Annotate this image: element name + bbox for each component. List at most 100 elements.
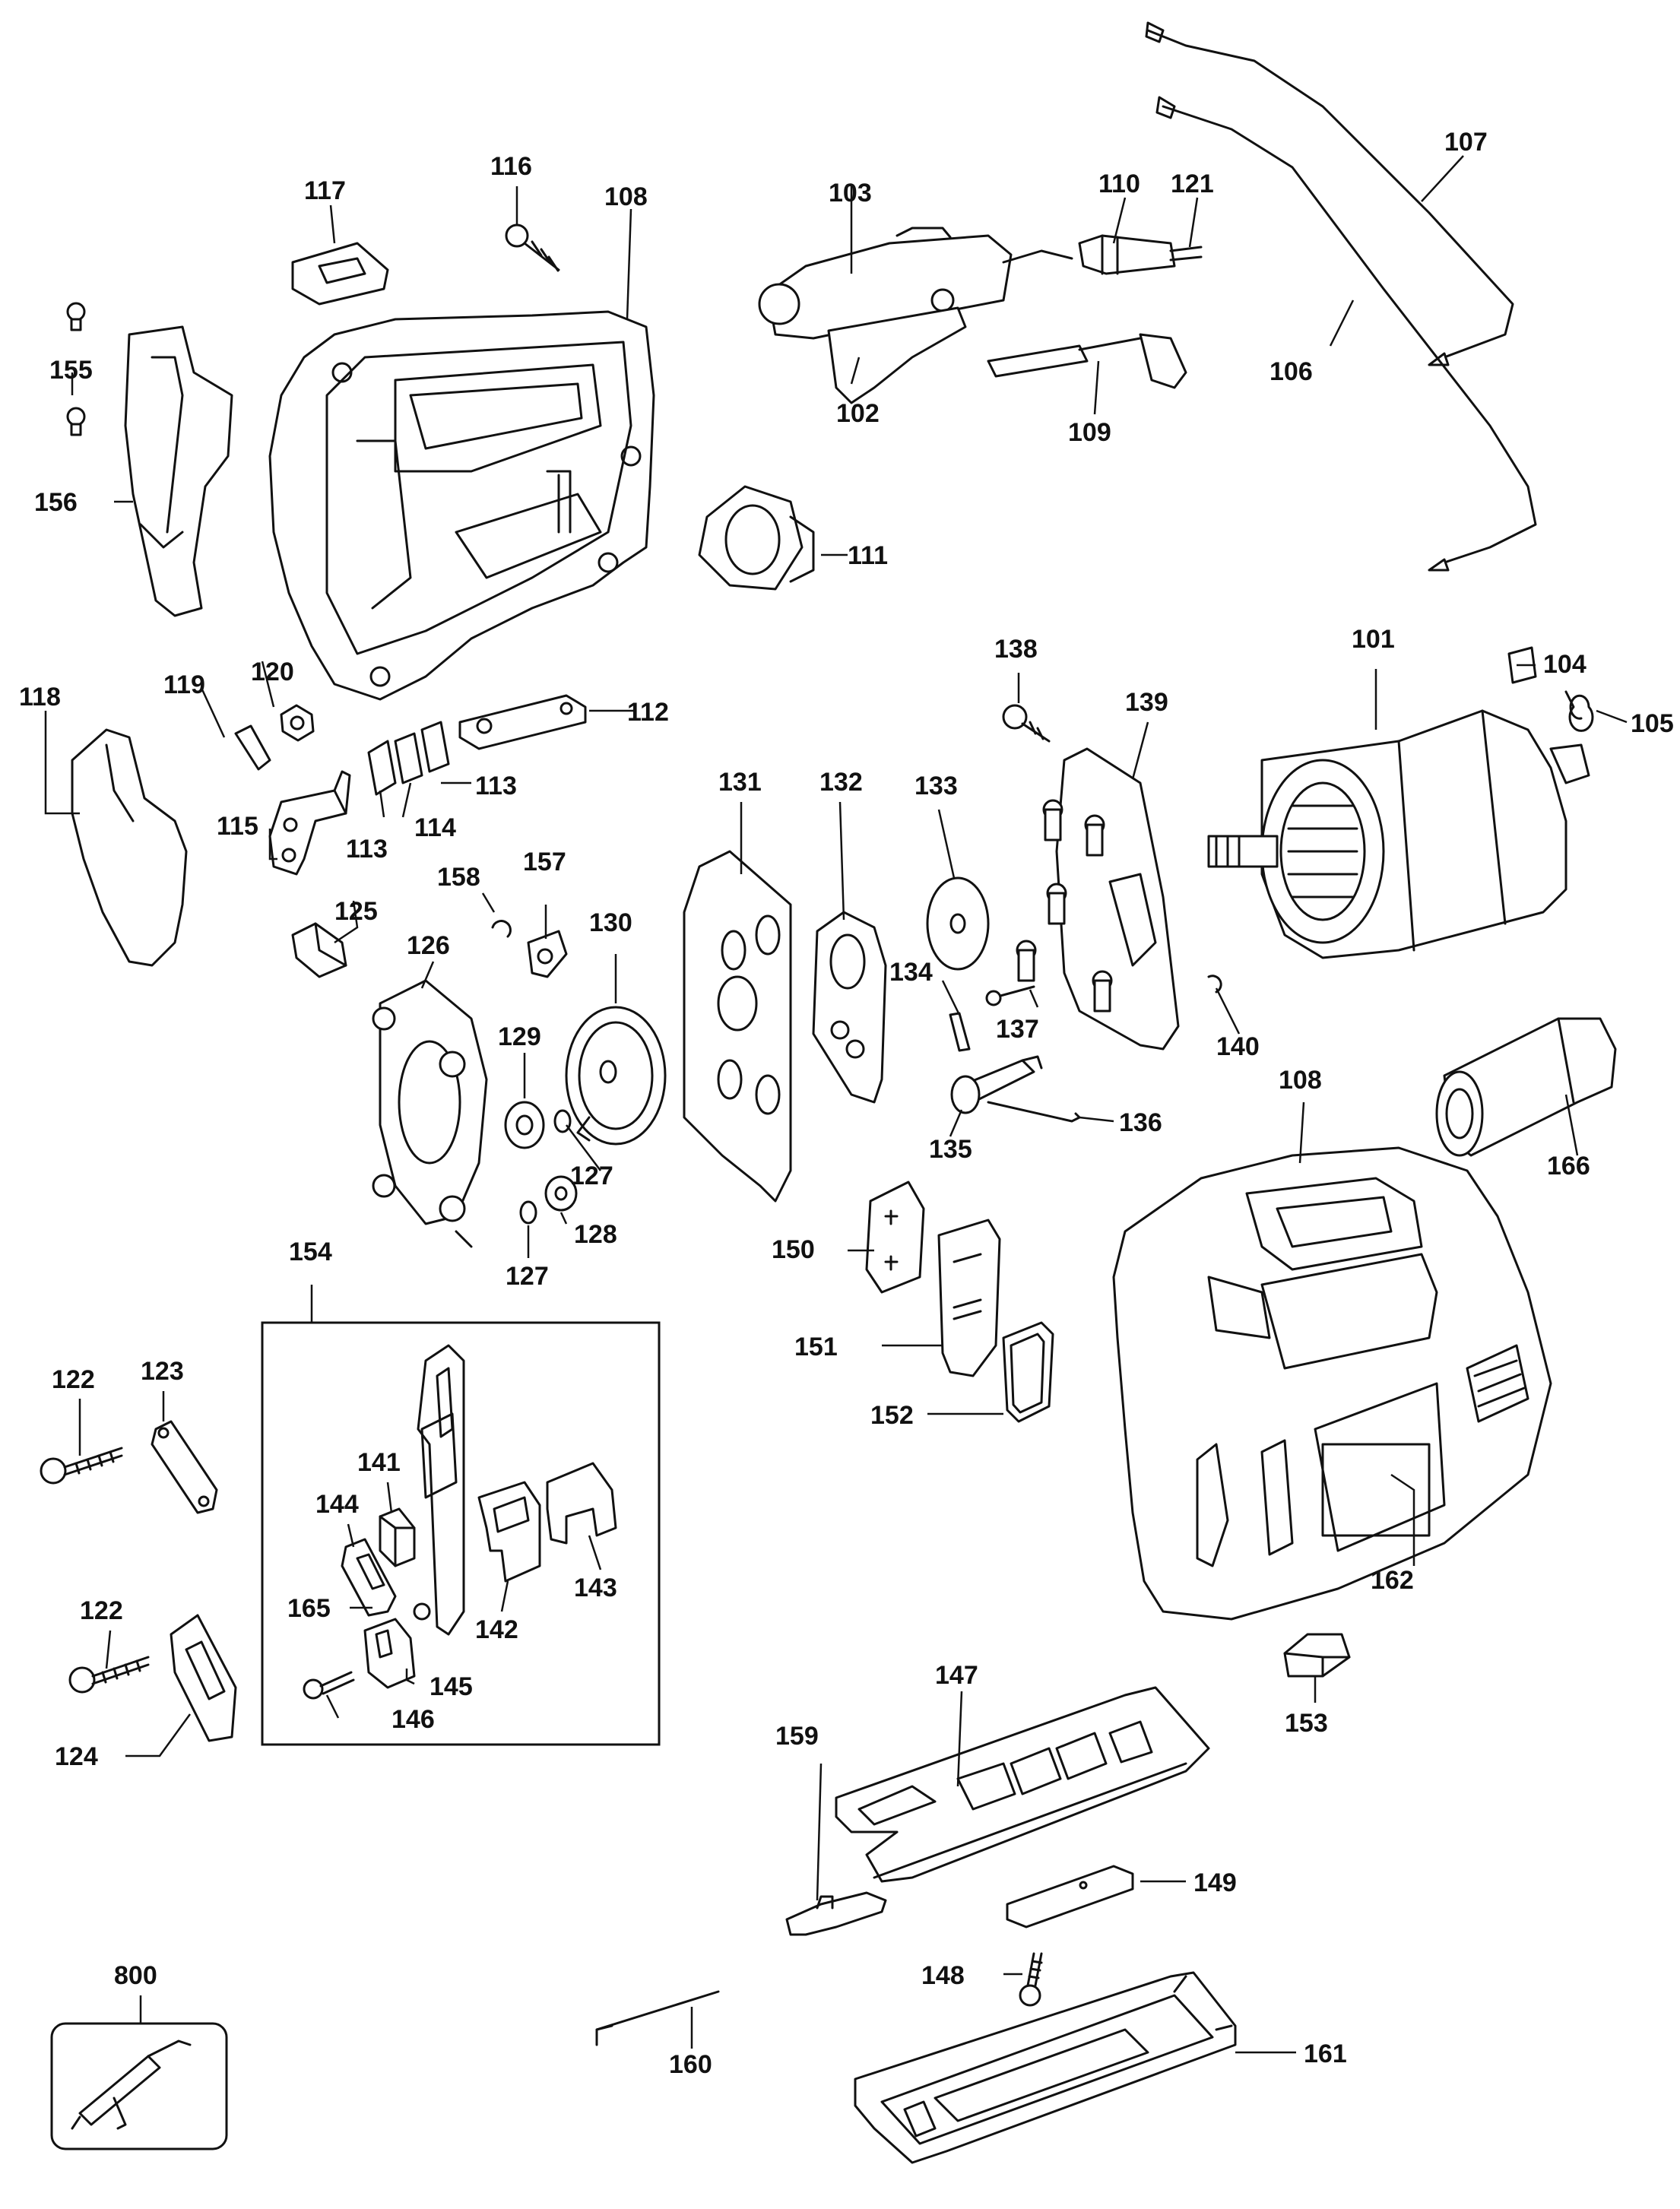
leader-lines: [44, 155, 1628, 2054]
part-113-114-springs: [367, 721, 450, 796]
label-144: 144: [315, 1490, 359, 1519]
part-134-pin: [949, 1012, 971, 1052]
part-141-block: [379, 1507, 416, 1567]
label-115: 115: [217, 812, 258, 841]
part-800-frame: [50, 2022, 228, 2150]
part-108-housing-right: [1112, 1146, 1552, 1621]
label-165: 165: [287, 1594, 331, 1623]
part-139-end-plate: [1016, 747, 1180, 1051]
label-122a: 122: [52, 1365, 95, 1394]
label-142: 142: [475, 1615, 518, 1644]
part-108-housing-left: [268, 310, 655, 701]
label-140: 140: [1216, 1032, 1260, 1061]
part-102-trigger: [827, 306, 967, 404]
label-158: 158: [437, 863, 480, 892]
part-132-gasket: [812, 911, 887, 1104]
part-125-block: [291, 922, 347, 978]
part-118-cover: [71, 728, 188, 967]
part-127-washers: [519, 1109, 572, 1225]
label-141: 141: [357, 1448, 401, 1477]
part-129-bearing: [504, 1101, 545, 1149]
part-109-slider: [987, 333, 1187, 389]
part-149-plate: [1006, 1865, 1134, 1929]
part-137-screw: [985, 985, 1035, 1006]
label-161: 161: [1304, 2039, 1347, 2068]
part-130-gear: [565, 1006, 667, 1146]
label-122b: 122: [80, 1596, 123, 1625]
label-114: 114: [414, 813, 456, 842]
part-131-plate: [683, 850, 792, 1203]
label-117: 117: [304, 176, 346, 205]
part-111-nut: [698, 485, 815, 591]
part-106-lead: [1155, 96, 1537, 572]
label-130: 130: [589, 908, 632, 937]
part-148-screw: [1019, 1952, 1043, 2007]
label-133: 133: [914, 772, 958, 800]
label-127b: 127: [506, 1262, 549, 1291]
label-138: 138: [994, 635, 1038, 664]
part-144-165-pad: [341, 1538, 397, 1617]
label-800: 800: [114, 1961, 157, 1990]
part-105-spring: [1564, 690, 1594, 732]
part-153-guide: [1283, 1633, 1351, 1678]
part-119-pin: [234, 724, 271, 771]
kit-154-frame: [261, 1321, 661, 1746]
label-110: 110: [1098, 170, 1140, 198]
label-147: 147: [935, 1661, 978, 1690]
part-155-screws: [66, 302, 86, 436]
label-131: 131: [718, 768, 762, 797]
label-107: 107: [1444, 128, 1488, 157]
label-112: 112: [627, 698, 669, 727]
part-115-lever: [268, 770, 351, 876]
part-147-shoe: [835, 1686, 1210, 1883]
label-129: 129: [498, 1022, 541, 1051]
label-154: 154: [289, 1238, 332, 1266]
label-148: 148: [921, 1961, 965, 1990]
label-108b: 108: [1279, 1066, 1322, 1095]
label-166: 166: [1547, 1152, 1590, 1181]
label-160: 160: [669, 2050, 712, 2079]
part-122-screw-b: [68, 1656, 150, 1694]
label-162: 162: [1371, 1566, 1414, 1595]
part-161-base-plate: [854, 1971, 1237, 2164]
part-142-bracket: [477, 1481, 541, 1583]
label-149: 149: [1193, 1868, 1237, 1897]
label-126: 126: [407, 931, 450, 960]
label-153: 153: [1285, 1709, 1328, 1738]
label-105: 105: [1631, 709, 1674, 738]
label-119: 119: [163, 670, 205, 699]
label-104: 104: [1543, 650, 1586, 679]
label-139: 139: [1125, 688, 1168, 717]
label-137: 137: [996, 1015, 1039, 1044]
label-106: 106: [1270, 357, 1313, 386]
label-109: 109: [1068, 418, 1111, 447]
part-156-side-cover: [124, 325, 233, 617]
part-157-plate: [527, 930, 568, 978]
part-117-latch: [291, 242, 389, 306]
label-125: 125: [334, 897, 378, 926]
part-116-screw: [505, 223, 560, 272]
label-101: 101: [1352, 625, 1395, 654]
label-111: 111: [848, 541, 888, 570]
part-labels: 103 102 110 121 107 106 109 108 116 117 …: [19, 128, 1674, 2079]
label-127a: 127: [570, 1162, 613, 1190]
label-124: 124: [55, 1742, 98, 1771]
part-140-clip: [1207, 975, 1222, 994]
part-154-plunger-bar: [413, 1344, 465, 1636]
label-151: 151: [794, 1333, 838, 1361]
part-135-plunger: [950, 1055, 1043, 1114]
label-108a: 108: [604, 182, 648, 211]
part-112-plate: [458, 694, 587, 750]
label-121: 121: [1171, 170, 1214, 198]
part-128-bushing: [544, 1175, 578, 1212]
label-157: 157: [523, 848, 566, 876]
part-103-switch-assembly: [758, 227, 1073, 340]
label-135: 135: [929, 1135, 972, 1164]
label-136: 136: [1119, 1108, 1162, 1137]
part-101-motor-armature: [1207, 709, 1590, 959]
part-138-screw: [1002, 704, 1051, 743]
label-103: 103: [829, 179, 872, 208]
label-113b: 113: [475, 772, 517, 800]
label-146: 146: [391, 1705, 435, 1734]
